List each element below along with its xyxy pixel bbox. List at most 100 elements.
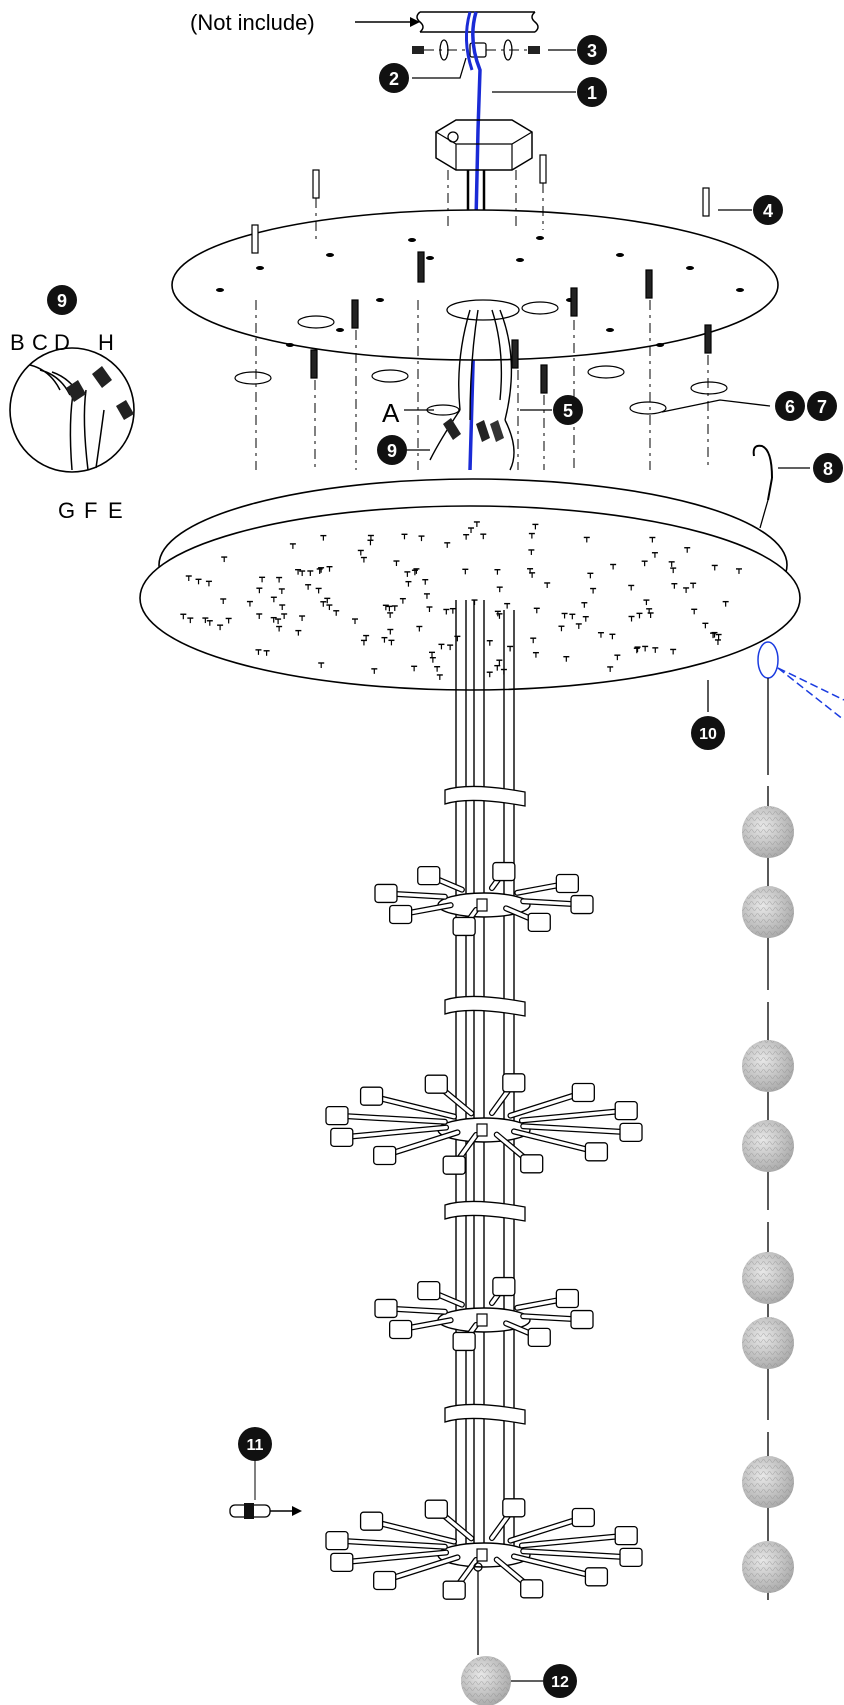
mount-pin	[473, 521, 480, 527]
lamp-holder-icon	[330, 1552, 354, 1573]
lamp-holder-icon	[359, 1511, 384, 1531]
lamp-holder-icon	[374, 1298, 398, 1319]
mount-pin	[494, 610, 501, 617]
svg-text:9: 9	[387, 441, 397, 461]
mount-pin	[628, 584, 635, 591]
mount-pin	[326, 604, 333, 611]
mount-pin	[434, 666, 441, 672]
canopy-plate	[171, 209, 779, 361]
mount-pin	[715, 633, 722, 640]
mount-pin	[468, 527, 475, 534]
mount-pin	[381, 636, 388, 643]
mount-pin	[315, 587, 322, 594]
lamp-holder-icon	[502, 1498, 526, 1518]
mount-pin	[259, 576, 266, 583]
svg-text:D: D	[54, 330, 70, 355]
mount-pin	[187, 617, 194, 624]
lamp-holder-icon	[389, 1319, 413, 1340]
mount-pin	[263, 650, 270, 656]
mount-pin	[202, 617, 209, 624]
mount-pin	[633, 647, 640, 654]
mount-pin	[423, 593, 430, 599]
canopy-holes	[216, 236, 744, 347]
main-plate	[139, 505, 801, 691]
lamp-holder-icon	[527, 1327, 551, 1347]
mount-pin	[360, 639, 367, 646]
supply-wire	[468, 11, 482, 471]
callout-2: 2	[379, 63, 409, 93]
callout-6: 6	[775, 391, 805, 421]
svg-text:2: 2	[389, 69, 399, 89]
mount-pin	[360, 556, 367, 563]
globe-icon	[742, 1120, 794, 1172]
mount-pin	[405, 580, 412, 587]
mount-pin	[275, 618, 282, 625]
mount-pin	[278, 588, 285, 594]
mount-pin	[690, 582, 697, 589]
mount-pin	[387, 612, 394, 618]
mount-pin	[185, 575, 192, 582]
svg-text:6: 6	[785, 397, 795, 417]
mount-pin	[563, 656, 570, 662]
mount-pin	[225, 617, 232, 624]
mount-pin	[444, 542, 451, 548]
mount-pin	[256, 613, 263, 619]
mount-pin	[320, 601, 327, 607]
mount-pin	[276, 625, 283, 632]
svg-text:G: G	[58, 498, 75, 523]
svg-text:E: E	[108, 498, 123, 523]
globe-icon	[742, 1317, 794, 1369]
mount-pin	[590, 587, 597, 594]
svg-text:A: A	[382, 398, 400, 428]
lamp-holder-icon	[584, 1142, 609, 1162]
lamp-holder-icon	[619, 1122, 643, 1142]
globe-icon	[742, 1541, 794, 1593]
mount-pin	[582, 615, 589, 622]
mount-pin	[289, 543, 296, 549]
mount-pin	[404, 571, 411, 577]
mount-pin	[324, 597, 331, 604]
wire-bundle	[429, 299, 520, 471]
bulb-icon	[229, 1460, 302, 1519]
mount-pin	[614, 654, 621, 661]
mount-pin	[418, 535, 425, 542]
mount-pin	[270, 616, 277, 623]
callout-9-detail: 9	[47, 285, 77, 315]
callout-5: 5	[553, 395, 583, 425]
mount-pin	[443, 608, 450, 615]
lamp-holder-icon	[584, 1567, 609, 1587]
lamp-holder-icon	[502, 1073, 526, 1093]
svg-text:9: 9	[57, 291, 67, 311]
callout-1: 1	[577, 77, 607, 107]
mount-pin	[583, 536, 590, 543]
light-tier-4	[325, 1498, 643, 1600]
mount-pin	[391, 605, 398, 611]
globe-icon	[742, 1456, 794, 1508]
lamp-holder-icon	[571, 1507, 595, 1528]
lamp-holder-icon	[325, 1106, 349, 1126]
lamp-holder-icon	[570, 1309, 594, 1330]
mount-pin	[735, 568, 742, 574]
lamp-holder-icon	[330, 1127, 354, 1148]
mount-pin	[494, 568, 501, 575]
hook-icon	[752, 444, 773, 529]
mount-pin	[462, 568, 469, 575]
callout-badges: 1 2 3 4 5 6 7 8 9 9 10 11 12	[47, 35, 843, 1698]
light-tier-2	[325, 1073, 643, 1175]
lamp-holder-icon	[570, 894, 594, 915]
mount-pin	[426, 606, 433, 613]
lamp-holder-icon	[614, 1525, 638, 1546]
mount-pin	[318, 662, 325, 668]
mount-pin	[305, 584, 312, 590]
svg-text:H: H	[98, 330, 114, 355]
main-plate-pins	[180, 521, 742, 680]
junction-box	[435, 119, 533, 230]
svg-text:5: 5	[563, 401, 573, 421]
mount-pin	[206, 620, 213, 626]
globe-icon	[742, 1252, 794, 1304]
mount-pin	[387, 628, 394, 635]
mount-pin	[544, 582, 551, 588]
mount-pin	[352, 618, 359, 625]
lamp-holder-icon	[417, 1281, 441, 1301]
mount-pin	[691, 608, 698, 615]
